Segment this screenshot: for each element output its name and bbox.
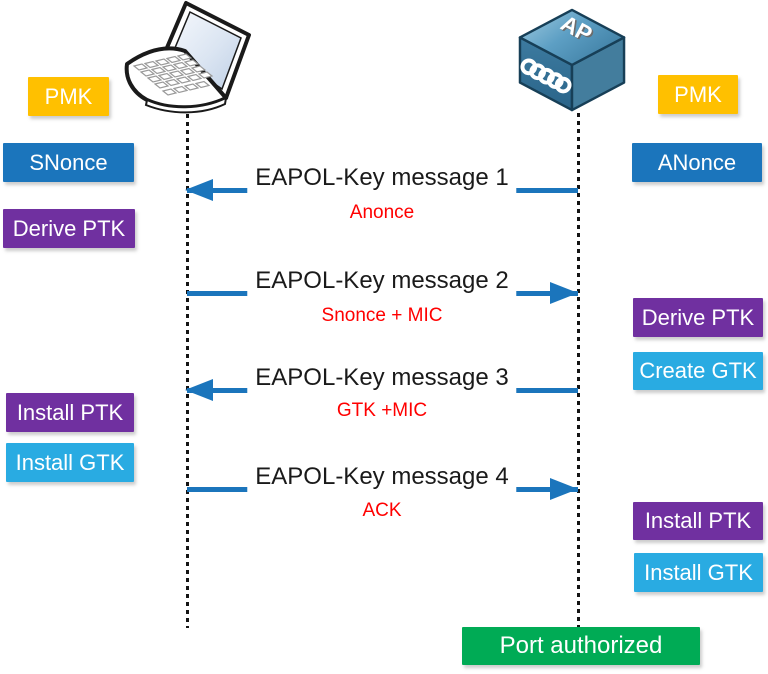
- coil-icon: [520, 58, 572, 94]
- supplicant-snonce-tag: SNonce: [3, 143, 134, 182]
- client-lifeline: [186, 114, 189, 628]
- authenticator-derive-ptk-tag: Derive PTK: [633, 298, 763, 337]
- arrow-right-icon: [550, 478, 578, 500]
- port-authorized-badge: Port authorized: [462, 627, 700, 665]
- message-2-title: EAPOL-Key message 2: [247, 266, 517, 296]
- message-2-payload: Snonce + MIC: [321, 305, 443, 326]
- supplicant-install-ptk-tag: Install PTK: [6, 393, 134, 432]
- laptop-icon: [124, 1, 251, 114]
- supplicant-pmk-tag: PMK: [28, 77, 109, 116]
- authenticator-pmk-tag: PMK: [658, 75, 738, 114]
- message-3-payload: GTK +MIC: [336, 400, 428, 421]
- message-1-payload: Anonce: [349, 202, 415, 223]
- authenticator-create-gtk-tag: Create GTK: [633, 352, 763, 390]
- ap-lifeline: [577, 113, 580, 627]
- access-point-icon: AP AP: [518, 8, 626, 112]
- authenticator-install-ptk-tag: Install PTK: [633, 502, 763, 540]
- supplicant-install-gtk-tag: Install GTK: [6, 443, 134, 482]
- message-3-title: EAPOL-Key message 3: [247, 363, 517, 393]
- arrow-left-icon: [185, 179, 213, 201]
- arrow-left-icon: [185, 379, 213, 401]
- authenticator-anonce-tag: ANonce: [632, 143, 762, 182]
- arrow-right-icon: [550, 282, 578, 304]
- message-4-title: EAPOL-Key message 4: [247, 462, 517, 492]
- authenticator-install-gtk-tag: Install GTK: [634, 553, 763, 592]
- message-4-payload: ACK: [362, 500, 402, 521]
- message-1-title: EAPOL-Key message 1: [247, 163, 517, 193]
- supplicant-derive-ptk-tag: Derive PTK: [3, 209, 135, 248]
